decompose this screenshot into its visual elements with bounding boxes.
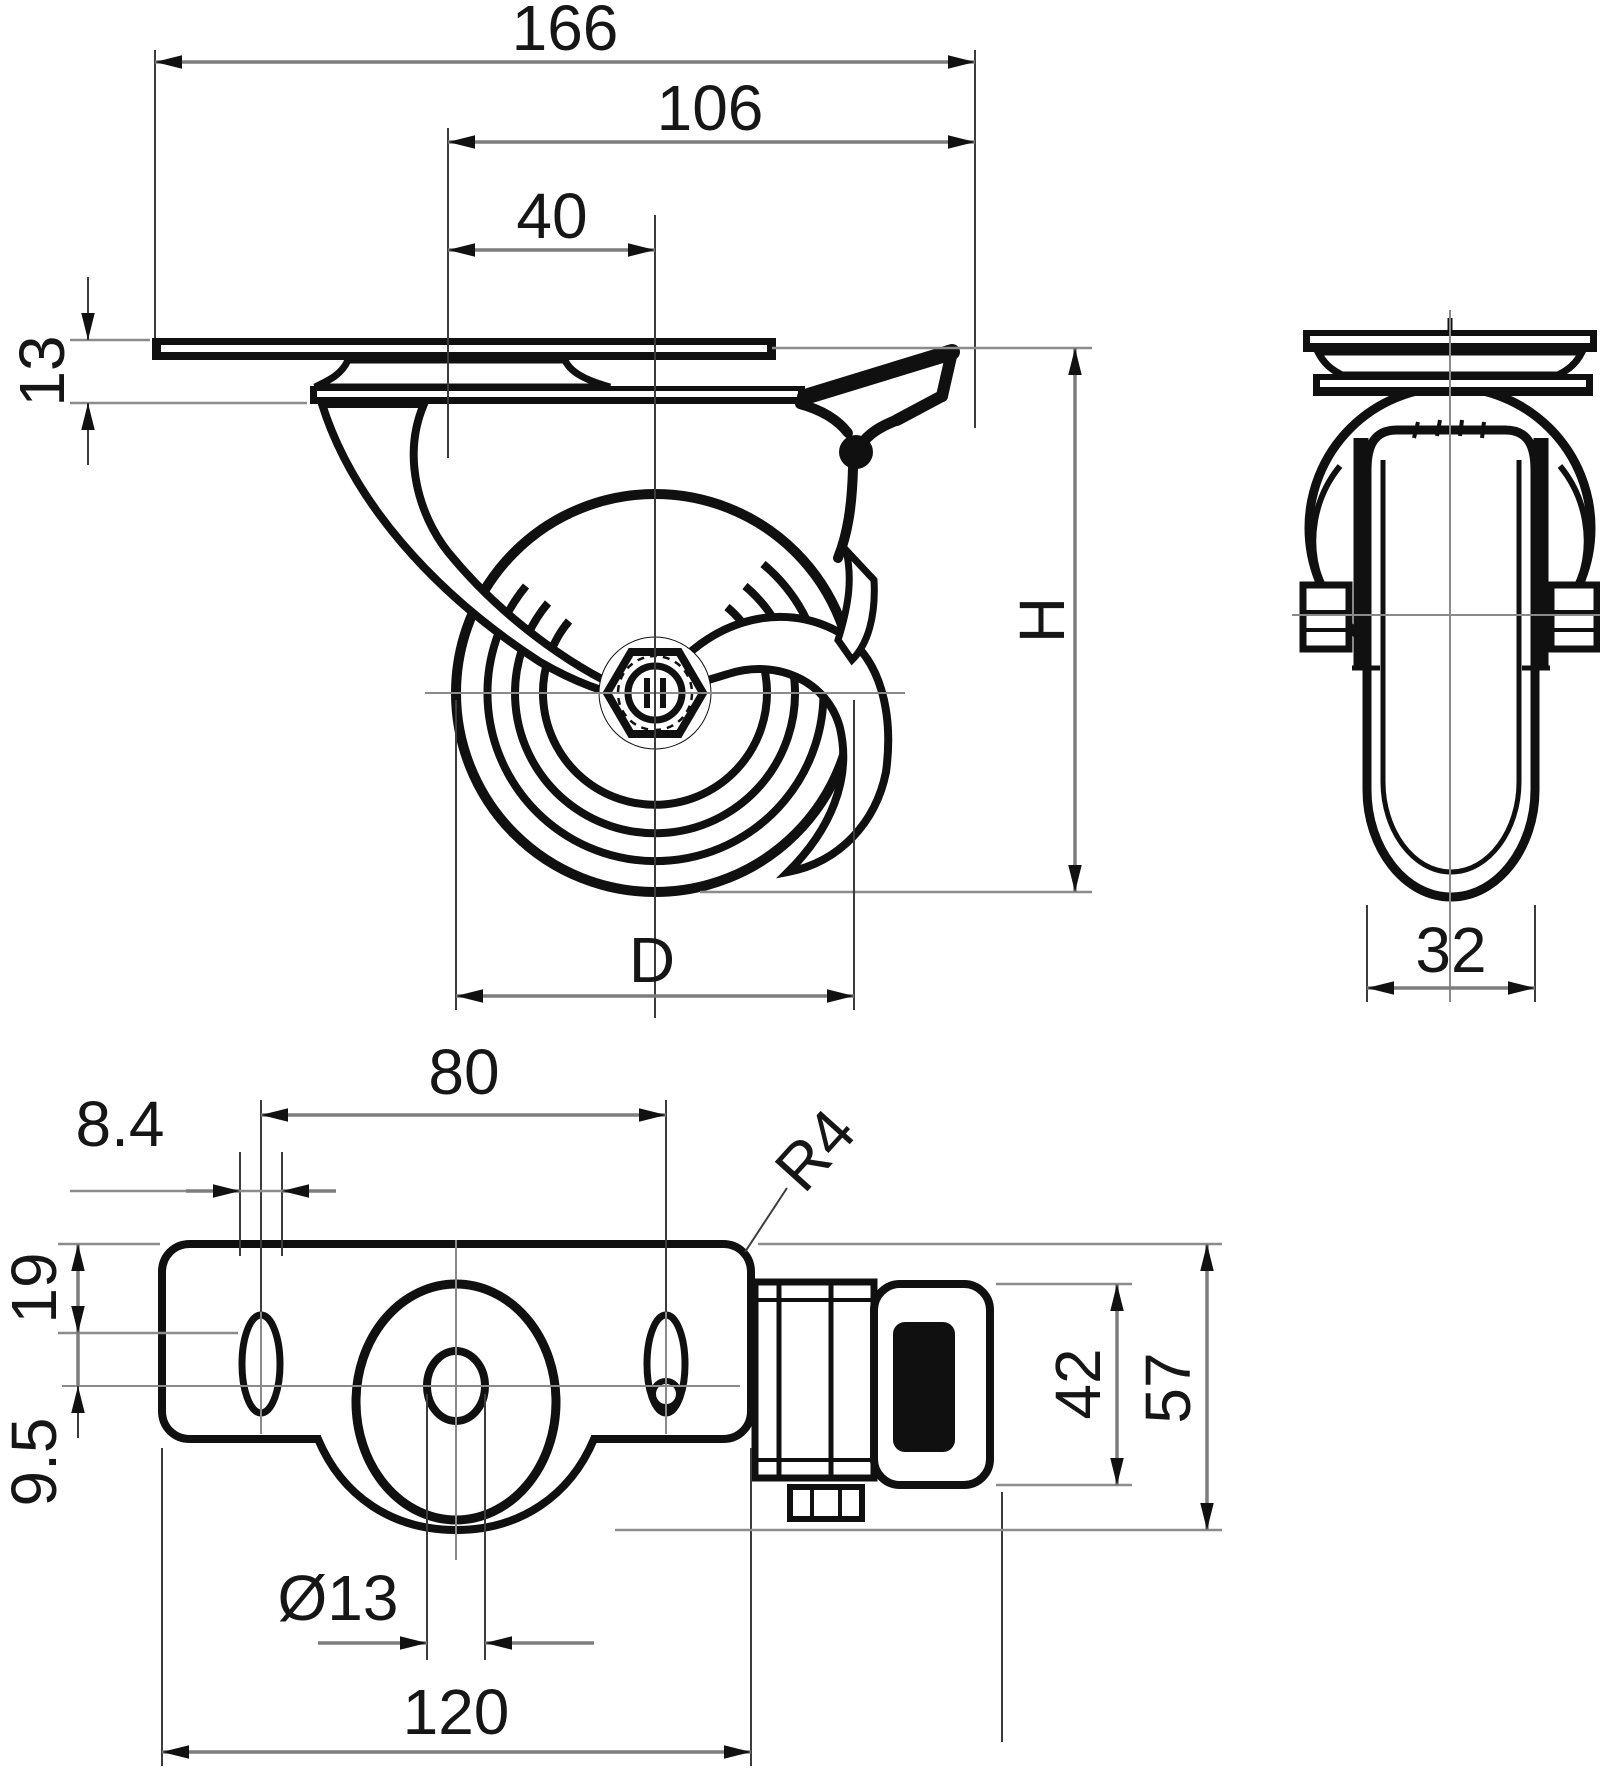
dim-overall-height: H <box>700 346 1092 894</box>
dim-label-120: 120 <box>403 1676 510 1748</box>
swivel-flange <box>310 386 805 404</box>
dim-plate-length: 120 <box>161 1448 752 1766</box>
swivel-neck <box>313 356 611 391</box>
dim-label-8-4: 8.4 <box>76 1088 165 1160</box>
dim-hole-spacing: 80 <box>260 1036 667 1312</box>
brake-housing <box>751 1278 878 1482</box>
dim-label-166: 166 <box>512 0 619 64</box>
dim-label-d13: Ø13 <box>278 1562 399 1634</box>
dim-corner-radius: R4 <box>744 1096 869 1253</box>
mounting-plate-front <box>152 338 776 360</box>
dim-plate-thickness: 13 <box>6 277 307 465</box>
fork-leg-tip <box>834 538 878 666</box>
tread-ticks <box>1412 419 1486 439</box>
dim-label-106: 106 <box>657 72 764 144</box>
dim-edge-to-slot: 19 <box>0 1242 238 1335</box>
front-view: 166 106 40 13 H <box>6 0 1092 1018</box>
dim-slot-to-centerline: 9.5 <box>0 1333 85 1507</box>
brake-pedal <box>870 1280 994 1489</box>
dim-slot-width: 8.4 <box>70 1088 336 1256</box>
dim-swivel-offset: 40 <box>448 180 655 257</box>
brake-lever <box>795 344 960 563</box>
dim-center-bore: Ø13 <box>278 1394 594 1660</box>
swivel-flange-side <box>1313 374 1593 396</box>
dim-label-80: 80 <box>428 1036 499 1108</box>
dim-wheel-width: 32 <box>1366 905 1536 1002</box>
dim-label-13: 13 <box>6 335 78 406</box>
dim-overall-length: 166 <box>154 0 976 428</box>
brake-lugs <box>1299 581 1600 653</box>
dim-label-57: 57 <box>1132 1352 1204 1423</box>
bottom-tab <box>787 1484 865 1522</box>
dim-label-40: 40 <box>516 180 587 252</box>
dim-label-D: D <box>629 924 675 996</box>
plan-view: 80 8.4 R4 19 9.5 <box>0 1036 1222 1766</box>
side-view: 32 <box>1292 310 1600 1002</box>
dim-label-42: 42 <box>1042 1348 1114 1419</box>
dim-plate-span: 106 <box>448 72 975 149</box>
dim-label-19: 19 <box>0 1252 70 1323</box>
dim-overall-width: 57 <box>615 1242 1222 1532</box>
dim-label-R4: R4 <box>761 1096 869 1205</box>
dim-wheel-diameter: D <box>455 700 855 1010</box>
dim-pedal-width: 42 <box>996 1282 1132 1487</box>
dim-label-32: 32 <box>1415 914 1486 986</box>
dim-label-9-5: 9.5 <box>0 1418 70 1507</box>
fork-leg <box>640 612 893 879</box>
dim-label-H: H <box>1006 597 1078 643</box>
